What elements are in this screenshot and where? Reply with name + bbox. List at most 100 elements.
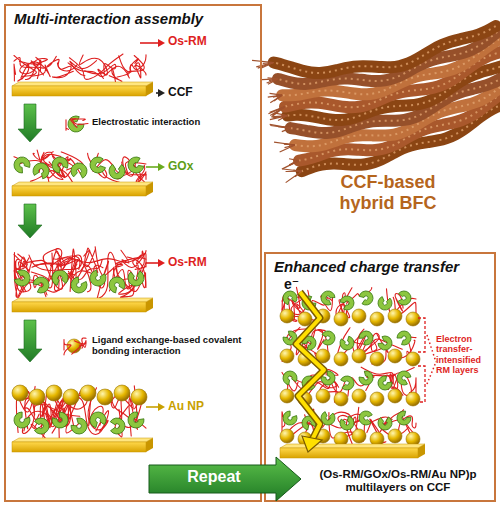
enzyme-gox: [125, 409, 147, 431]
enzyme-gox: [358, 410, 374, 426]
pointer-head: [158, 259, 165, 267]
pointer-head: [158, 403, 165, 411]
fiber-fray: [283, 169, 302, 171]
enzyme-gox: [338, 374, 356, 393]
enzyme-gox: [394, 328, 413, 347]
pointer-head: [158, 163, 165, 171]
enzyme-gox: [12, 410, 32, 430]
gold-nanoparticle: [352, 429, 366, 443]
fiber-strand: [274, 26, 496, 73]
enzyme-gox: [32, 162, 49, 179]
fiber-fray: [268, 78, 278, 79]
enzyme-gox: [319, 329, 337, 347]
fiber-fray: [289, 159, 299, 161]
gold-nanoparticle: [29, 389, 45, 405]
enzyme-gox: [377, 296, 392, 311]
gold-nanoparticle: [46, 385, 62, 401]
enzyme-gox: [126, 268, 147, 289]
enzyme-gox: [357, 369, 375, 387]
ccf-substrate-side: [146, 182, 153, 196]
redox-polymer-strand: [25, 58, 47, 79]
gold-nanoparticle: [114, 385, 130, 401]
ccf-substrate-side: [146, 82, 153, 96]
fiber-fray: [274, 142, 295, 145]
enzyme-gox: [11, 154, 33, 176]
redox-polymer-strand: [33, 152, 50, 160]
gold-nanoparticle: [12, 385, 28, 401]
pointer-line: [146, 166, 159, 168]
multilayer-stack: [280, 287, 436, 458]
component-label: CCF: [168, 86, 238, 100]
gold-nanoparticle: [334, 392, 348, 406]
redox-polymer-strand: [117, 55, 146, 77]
enzyme-gox: [70, 162, 88, 180]
pointer-line: [146, 406, 159, 408]
electron-symbol: e⁻: [284, 276, 308, 292]
redox-polymer-strand: [74, 338, 86, 347]
panel-box: Multi-interaction assembly: [4, 4, 262, 502]
electron-path-head: [302, 436, 322, 452]
enzyme-gox: [49, 409, 71, 431]
gold-nanoparticle: [388, 429, 402, 443]
fiber-fray: [275, 113, 287, 115]
enzyme-gox: [107, 161, 127, 180]
ccf-substrate-side: [418, 444, 425, 458]
ccf-substrate-top: [12, 298, 153, 302]
component-label: Os-RM: [168, 256, 238, 270]
enzyme-gox: [396, 290, 412, 307]
enzyme-gox: [87, 409, 109, 431]
redox-polymer-strand: [79, 55, 107, 78]
gold-nanoparticle: [406, 352, 420, 366]
gold-nanoparticle: [406, 312, 420, 326]
gold-nanoparticle: [63, 389, 79, 405]
enzyme-gox: [107, 416, 127, 436]
gold-nanoparticle: [280, 309, 294, 323]
gold-nanoparticle: [334, 352, 348, 366]
redox-polymer-strand: [31, 61, 43, 75]
fiber-fray: [282, 161, 299, 170]
component-label: GOx: [168, 160, 238, 174]
redox-polymer-strand: [135, 253, 146, 269]
redox-polymer-strand: [35, 259, 78, 269]
redox-polymer-strand: [29, 255, 82, 271]
fiber-fray: [267, 79, 278, 83]
enzyme-gox: [49, 154, 71, 176]
redox-polymer-strand: [14, 58, 39, 79]
panel-title: Multi-interaction assembly: [14, 10, 203, 27]
enzyme-gox: [356, 328, 375, 347]
layer-bracket: [418, 318, 425, 352]
carbon-fiber-bundle: [252, 26, 500, 183]
enzyme-gox: [337, 413, 356, 432]
enzyme-gox: [377, 335, 393, 352]
redox-polymer-strand: [14, 258, 29, 271]
electron-path: [296, 292, 324, 440]
arrow-label: Repeat: [148, 468, 280, 486]
enzyme-gox: [396, 370, 412, 386]
fiber-fray: [270, 107, 285, 116]
redox-polymer-strand: [115, 258, 146, 267]
redox-polymer-strand: [71, 119, 86, 128]
ccf-substrate: [12, 442, 146, 452]
ccf-substrate-top: [12, 182, 153, 186]
enzyme-gox: [70, 276, 89, 295]
enzyme-gox: [69, 416, 89, 437]
fiber-fray: [270, 95, 282, 103]
fiber-fray: [261, 62, 274, 68]
gold-nanoparticle: [97, 389, 113, 405]
fiber-fray: [289, 161, 299, 165]
redox-polymer-strand: [64, 340, 71, 355]
step-note: Ligand exchange-based covalent bonding i…: [92, 335, 257, 357]
redox-polymer-strand: [66, 120, 68, 130]
gold-nanoparticle: [370, 312, 384, 326]
enzyme-gox: [89, 270, 107, 287]
redox-polymer-strand: [133, 251, 146, 271]
assembly-steps: [11, 39, 165, 452]
step-arrow: [18, 104, 42, 142]
pointer-head: [158, 89, 165, 97]
arrow-body: [149, 457, 301, 501]
redox-polymer-strand: [14, 55, 36, 76]
enzyme-gox: [320, 290, 336, 307]
step-arrow: [18, 204, 42, 238]
pointer-head: [158, 39, 165, 47]
